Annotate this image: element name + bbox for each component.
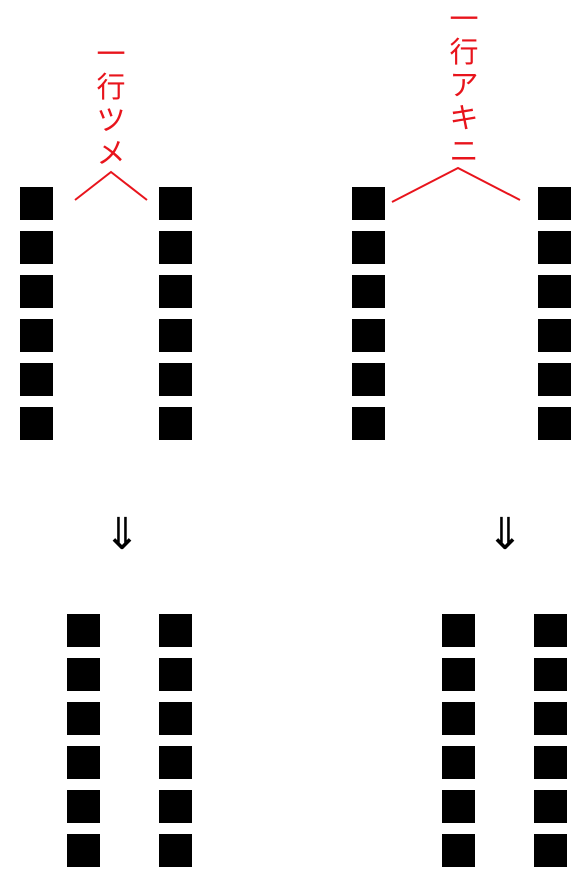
label-char: 行	[96, 70, 126, 104]
character-block	[538, 275, 571, 308]
character-block	[442, 834, 475, 867]
character-block	[534, 614, 567, 647]
character-block	[534, 746, 567, 779]
character-block	[352, 231, 385, 264]
character-block	[159, 746, 192, 779]
left-annotation-label: 一行ツメ	[94, 38, 128, 170]
character-block	[534, 834, 567, 867]
character-block	[352, 319, 385, 352]
character-block	[538, 363, 571, 396]
character-block	[67, 834, 100, 867]
character-block	[442, 658, 475, 691]
character-block	[159, 231, 192, 264]
top-left-column-2	[159, 187, 192, 451]
label-char: 行	[449, 35, 479, 69]
right-annotation-label: 一行アキニ	[447, 3, 481, 168]
bottom-left-column-1	[67, 614, 100, 878]
label-char: 一	[96, 37, 126, 71]
character-block	[538, 407, 571, 440]
character-block	[159, 187, 192, 220]
character-block	[534, 790, 567, 823]
character-block	[352, 275, 385, 308]
character-block	[534, 702, 567, 735]
top-right-column-1	[352, 187, 385, 451]
character-block	[442, 746, 475, 779]
character-block	[20, 231, 53, 264]
character-block	[159, 275, 192, 308]
character-block	[352, 363, 385, 396]
character-block	[67, 614, 100, 647]
character-block	[538, 231, 571, 264]
character-block	[159, 407, 192, 440]
label-char: キ	[449, 101, 479, 135]
top-left-column-1	[20, 187, 53, 451]
character-block	[538, 187, 571, 220]
character-block	[20, 187, 53, 220]
character-block	[159, 790, 192, 823]
character-block	[442, 790, 475, 823]
character-block	[159, 363, 192, 396]
character-block	[67, 746, 100, 779]
character-block	[159, 614, 192, 647]
character-block	[159, 658, 192, 691]
label-char: ニ	[449, 134, 479, 168]
left-down-arrow: ⇓	[103, 509, 141, 560]
top-right-column-2	[538, 187, 571, 451]
character-block	[20, 407, 53, 440]
label-char: 一	[449, 2, 479, 36]
character-block	[442, 614, 475, 647]
character-block	[352, 187, 385, 220]
character-block	[159, 702, 192, 735]
left-bracket	[74, 170, 148, 201]
character-block	[442, 702, 475, 735]
label-char: ツ	[96, 103, 126, 137]
character-block	[67, 658, 100, 691]
character-block	[159, 319, 192, 352]
character-block	[538, 319, 571, 352]
character-block	[20, 319, 53, 352]
bottom-right-column-1	[442, 614, 475, 878]
label-char: メ	[96, 136, 126, 170]
character-block	[534, 658, 567, 691]
right-down-arrow: ⇓	[486, 509, 524, 560]
label-char: ア	[449, 68, 479, 102]
right-bracket	[391, 166, 521, 203]
character-block	[159, 834, 192, 867]
character-block	[67, 702, 100, 735]
character-block	[20, 275, 53, 308]
bottom-right-column-2	[534, 614, 567, 878]
character-block	[20, 363, 53, 396]
bottom-left-column-2	[159, 614, 192, 878]
character-block	[352, 407, 385, 440]
character-block	[67, 790, 100, 823]
